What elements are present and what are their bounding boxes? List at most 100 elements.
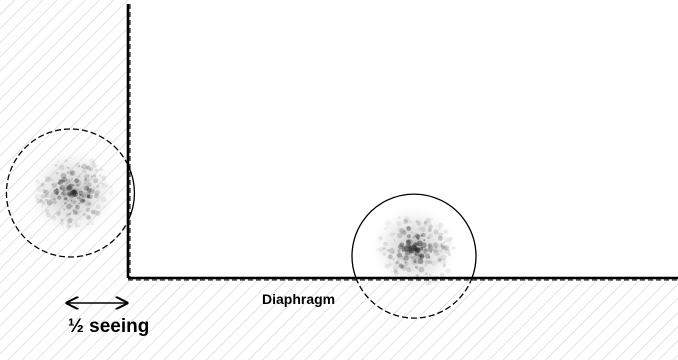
speckle-dot [414,248,417,252]
speckle-dot [83,213,86,216]
speckle-dot [428,233,433,239]
speckle-dot [86,207,91,212]
speckle-dot [74,225,78,228]
speckle-dot [83,181,87,185]
speckle-dot [94,168,98,172]
speckle-dot [109,185,113,189]
speckle-dot [73,208,80,215]
speckle-dot [40,194,45,199]
speckle-dot [55,191,59,195]
speckle-dot [57,182,60,185]
speckle-dot [90,175,93,178]
speckle-dot [63,198,65,200]
speckle-dot [50,164,53,167]
speckle-dot [58,179,64,185]
speckle-dot [78,175,81,178]
speckle-dot [59,164,65,171]
speckle-dot [79,197,84,203]
speckle-dot [423,252,426,255]
speckle-dot [432,248,437,253]
speckle-dot [417,222,421,226]
speckle-dot [69,225,71,228]
speckle-dot [433,242,439,248]
speckle-dot [416,242,420,246]
speckle-dot [93,186,96,188]
speckle-dot [397,233,403,238]
speckle-dot [66,203,72,210]
speckle-dot [50,192,53,195]
speckle-dot [73,200,77,204]
left-spot-outline-visible [5,128,129,258]
speckle-dot [42,189,47,194]
speckle-dot [83,199,86,202]
speckle-dot [402,246,406,250]
speckle-dot [436,245,440,249]
speckle-dot [419,251,423,254]
speckle-dot [92,174,97,178]
speckle-dot [406,226,412,232]
speckle-dot [52,198,54,201]
speckle-dot [37,198,42,203]
speckle-dot [90,210,95,215]
speckle-dot [382,247,385,250]
speckle-dot [388,262,392,267]
speckle-dot [86,190,91,196]
speckle-dot [66,171,69,174]
speckle-dot [411,244,417,249]
speckle-dot [66,186,71,191]
speckle-dot [60,177,66,183]
speckle-dot [86,200,92,206]
speckle-dot [423,239,426,242]
speckle-dot [44,209,50,214]
speckle-dot [389,232,394,237]
speckle-dot [448,236,453,242]
speckle-dot [444,248,451,255]
left-spot-speckles [34,157,114,229]
speckle-dot [34,194,40,200]
speckle-dot [443,229,448,234]
speckle-dot [415,234,421,239]
speckle-dot [430,217,434,220]
speckle-dot [401,255,404,258]
speckle-dot [419,253,425,259]
speckle-dot [424,259,430,265]
speckle-dot [416,262,419,265]
speckle-dot [51,215,57,221]
speckle-dot [414,246,418,251]
speckle-dot [53,201,57,204]
speckle-dot [65,212,70,217]
speckle-dot [93,193,99,199]
speckle-dot [415,248,418,252]
speckle-dot [86,187,92,193]
speckle-dot [397,257,401,261]
speckle-dot [86,209,89,212]
speckle-dot [58,210,61,213]
speckle-dot [436,257,443,263]
speckle-dot [428,273,431,276]
speckle-dot [51,182,57,188]
speckle-dot [397,249,401,253]
speckle-dot [54,164,57,167]
speckle-dot [98,174,101,177]
speckle-dot [86,182,92,188]
speckle-dot [387,254,393,260]
speckle-dot [56,193,58,195]
speckle-dot [76,183,80,187]
speckle-dot [91,161,96,165]
speckle-dot [86,192,91,197]
speckle-dot [444,238,449,243]
speckle-dot [418,220,422,224]
speckle-dot [401,230,407,236]
speckle-dot [57,195,62,200]
speckle-dot [58,179,63,183]
speckle-dot [397,227,403,233]
speckle-dot [40,182,46,188]
speckle-dot [427,228,432,232]
speckle-dot [40,183,44,187]
speckle-dot [438,227,441,230]
speckle-dot [425,253,430,259]
speckle-dot [410,231,413,234]
speckle-dot [427,280,433,286]
speckle-dot [77,196,80,200]
speckle-dot [59,184,65,191]
